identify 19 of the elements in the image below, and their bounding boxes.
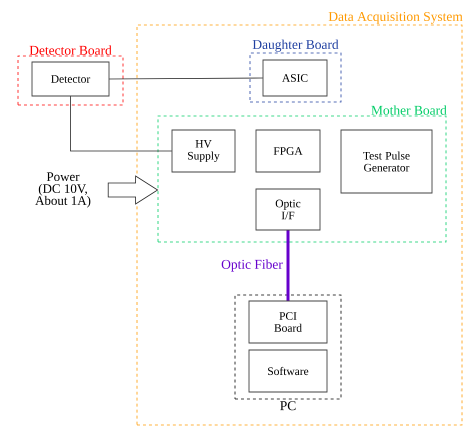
block-box: Optic I/F [256, 188, 320, 230]
frame-title: Detector Board [30, 45, 112, 55]
connector-line [286, 230, 290, 301]
block-box: Detector [32, 62, 110, 96]
connector-line [109, 78, 263, 80]
connector-line [70, 96, 172, 152]
block-box: PCI Board [248, 300, 328, 344]
edge-label: Optic Fiber [222, 259, 283, 272]
block-box: Test Pulse Generator [340, 130, 432, 194]
frame-title: PC [280, 401, 296, 410]
power-label: Power (DC 10V, About 1A) [35, 172, 90, 208]
frame-title: Mother Board [371, 105, 447, 115]
block-box: Software [248, 350, 328, 392]
block-box: ASIC [262, 60, 328, 96]
frame-title: Data Acquisition System [328, 12, 463, 24]
block-box: HV Supply [172, 130, 236, 172]
block-box: FPGA [256, 130, 320, 172]
frame-title: Daughter Board [252, 40, 338, 52]
block-arrow [108, 175, 158, 205]
